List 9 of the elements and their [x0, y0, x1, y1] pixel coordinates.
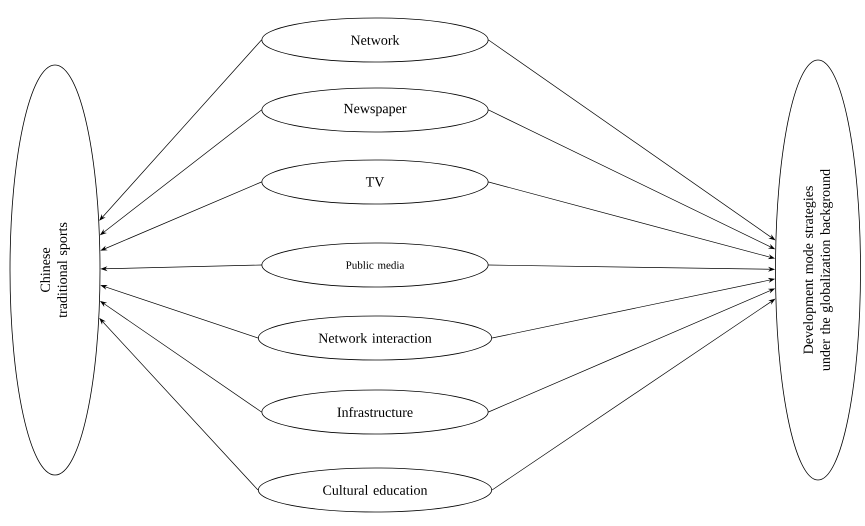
- ellipse-node: Infrastructure: [261, 390, 489, 434]
- ellipse-node: Chinese traditional sports: [10, 64, 100, 476]
- ellipse-node: Public media: [261, 242, 489, 288]
- ellipse-node: Network interaction: [258, 316, 492, 360]
- ellipse-node: Newspaper: [261, 88, 489, 132]
- ellipse-node: TV: [261, 160, 489, 204]
- ellipse-node: Cultural education: [258, 468, 492, 512]
- ellipse-node: Development mode strategies under the globalization background: [775, 60, 861, 480]
- ellipse-node: Network: [261, 18, 489, 62]
